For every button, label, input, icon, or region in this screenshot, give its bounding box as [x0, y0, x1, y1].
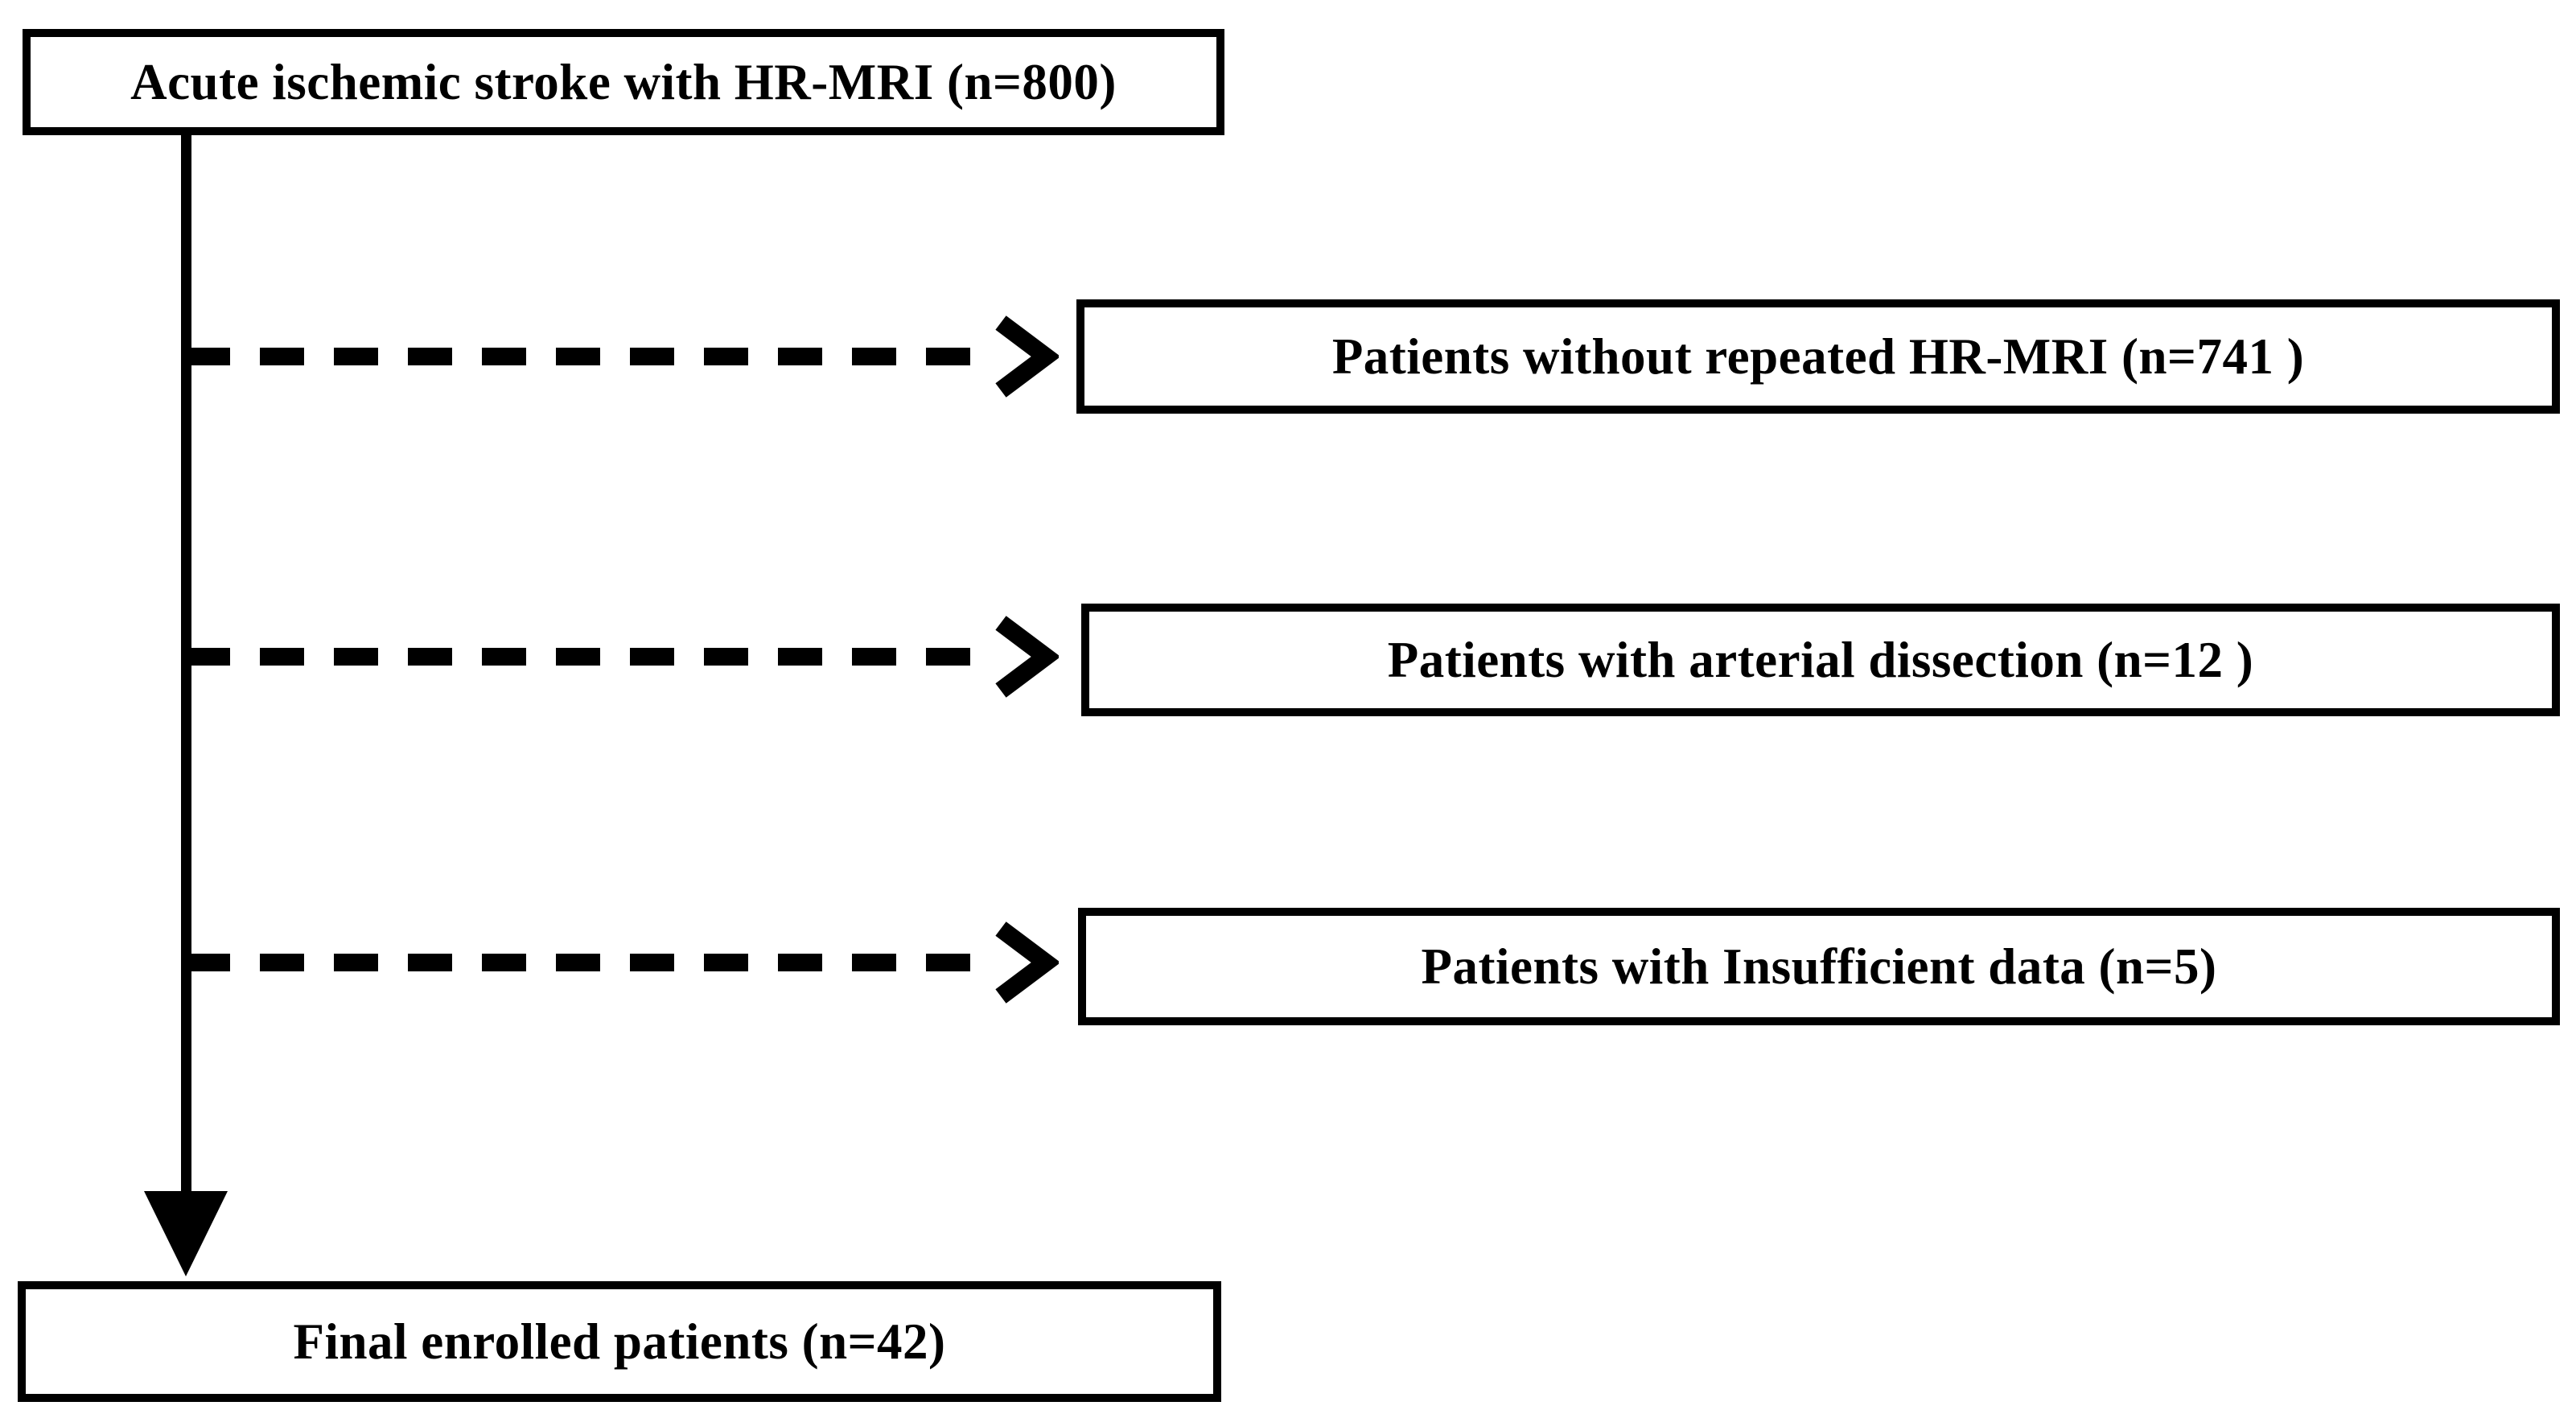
source-box-label: Acute ischemic stroke with HR-MRI (n=800… [130, 53, 1117, 110]
down-arrowhead-icon [144, 1191, 228, 1276]
exclusion-box-1: Patients without repeated HR-MRI (n=741 … [1076, 299, 2560, 414]
dashed-arrow-line-3 [186, 954, 990, 971]
source-box: Acute ischemic stroke with HR-MRI (n=800… [23, 29, 1224, 135]
exclusion-box-2: Patients with arterial dissection (n=12 … [1081, 604, 2560, 716]
exclusion-box-1-label: Patients without repeated HR-MRI (n=741 … [1331, 328, 2305, 385]
exclusion-box-3: Patients with Insufficient data (n=5) [1078, 908, 2560, 1025]
dashed-arrow-line-2 [186, 648, 990, 666]
exclusion-box-3-label: Patients with Insufficient data (n=5) [1421, 938, 2217, 995]
right-arrowhead-icon-3 [990, 919, 1059, 1006]
right-arrowhead-icon-2 [990, 613, 1059, 700]
final-box: Final enrolled patients (n=42) [18, 1281, 1221, 1402]
dashed-arrow-line-1 [186, 348, 990, 365]
right-arrowhead-icon-1 [990, 313, 1059, 400]
exclusion-box-2-label: Patients with arterial dissection (n=12 … [1387, 631, 2254, 688]
final-box-label: Final enrolled patients (n=42) [293, 1313, 946, 1370]
